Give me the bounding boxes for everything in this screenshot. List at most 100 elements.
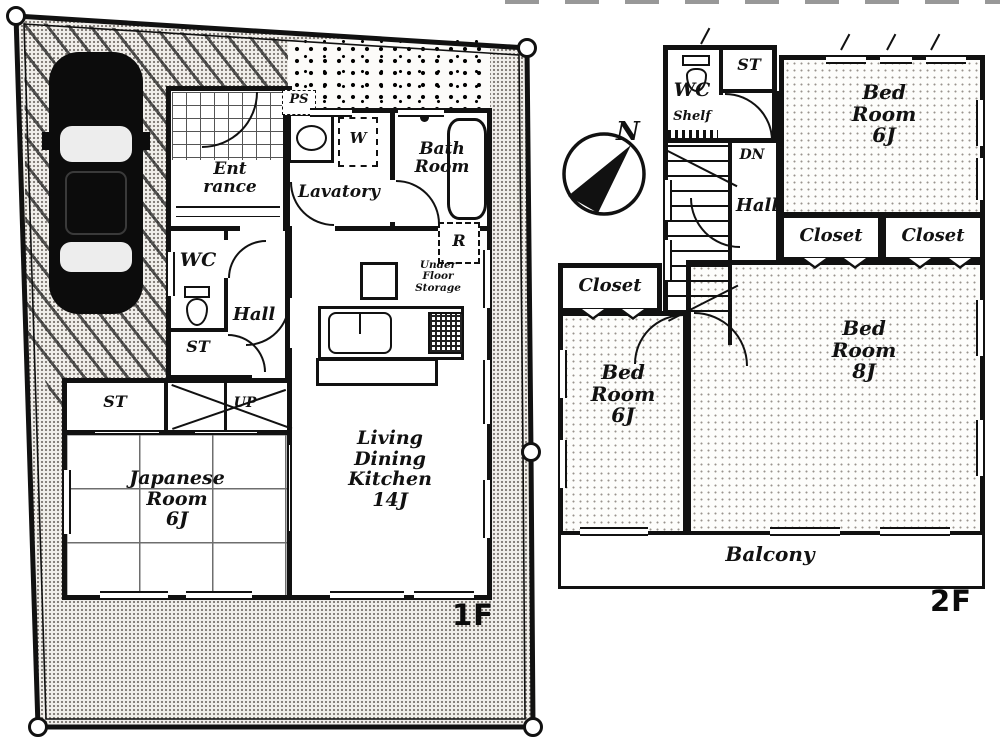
label-line: rance xyxy=(203,177,257,198)
closet-door-notch-inner xyxy=(622,309,644,317)
closet-door-notch xyxy=(618,309,648,320)
wall xyxy=(224,231,228,240)
car xyxy=(42,52,150,314)
window xyxy=(100,591,168,600)
lavatory-sink-bowl xyxy=(296,125,327,151)
kitchen-sink-divider xyxy=(359,314,361,334)
room-label-entrance: Ent rance xyxy=(180,160,280,197)
car-roof xyxy=(65,171,127,235)
washing-machine xyxy=(338,117,378,167)
window xyxy=(770,527,840,536)
label-line: Bed xyxy=(862,80,906,104)
refrigerator-label: R xyxy=(452,231,466,250)
wall xyxy=(390,108,395,180)
wall xyxy=(166,328,226,332)
toilet-1f-tank xyxy=(184,286,210,298)
shower-head xyxy=(420,113,429,122)
wall xyxy=(164,378,168,432)
window xyxy=(558,350,567,398)
plot-boundary xyxy=(13,13,536,730)
label-line: Room xyxy=(831,337,897,362)
room-label-lavatory: Lavatory xyxy=(298,182,380,202)
window xyxy=(310,108,352,117)
label-line: Kitchen xyxy=(348,468,432,491)
label-line: Room xyxy=(146,487,208,510)
wall xyxy=(62,430,292,435)
room-label-underfloor: Under Floor Storage xyxy=(402,259,474,294)
compass: N xyxy=(562,117,646,216)
label-line: Room xyxy=(851,101,917,126)
bedroom-ne-2f xyxy=(779,55,985,217)
toilet-2f-tank xyxy=(682,55,710,66)
room-label-closet-west: Closet xyxy=(578,275,642,296)
washer-label: W xyxy=(349,129,367,147)
sliding-door xyxy=(195,430,257,435)
car-windshield xyxy=(60,126,132,162)
room-label-hall-2f: Hall xyxy=(735,195,779,216)
window xyxy=(483,480,492,538)
room-label-wc-2f: WC xyxy=(673,79,711,101)
label-line: Bed xyxy=(842,316,886,340)
sliding-door xyxy=(287,445,292,531)
room-label-balcony: Balcony xyxy=(725,542,815,566)
wall xyxy=(166,226,240,231)
closet-door-notch-inner xyxy=(949,258,971,266)
entrance-step-line-2 xyxy=(176,216,280,217)
closet-door-notch xyxy=(840,258,870,269)
window xyxy=(826,55,866,64)
survey-point xyxy=(523,717,543,737)
room-label-wc-1f: WC xyxy=(179,249,217,271)
kitchen-table xyxy=(316,358,438,386)
survey-point xyxy=(28,717,48,737)
wall xyxy=(721,89,777,93)
survey-point xyxy=(517,38,537,58)
room-label-bathroom: Bath Room xyxy=(398,140,486,177)
closet-door-notch-inner xyxy=(582,309,604,317)
label-line: 6J xyxy=(611,403,635,428)
label-line: Room xyxy=(590,381,656,406)
car-mirror-right xyxy=(140,132,150,150)
stove xyxy=(428,312,464,354)
closet-ne-left-2f xyxy=(779,213,883,262)
closet-west-2f xyxy=(558,263,662,313)
underfloor-storage-box xyxy=(360,262,398,300)
refrigerator xyxy=(438,222,480,264)
wall xyxy=(719,45,723,95)
closet-door-notch xyxy=(905,258,935,269)
room-label-ldk: Living Dining Kitchen 14J xyxy=(330,428,450,510)
room-label-ps: PS xyxy=(289,92,309,107)
floor-label-1f: 1F xyxy=(452,598,494,632)
label-line: Room xyxy=(414,157,470,178)
window xyxy=(558,440,567,488)
closet-door-notch-inner xyxy=(844,258,866,266)
survey-point xyxy=(521,442,541,462)
label-line: Bath xyxy=(419,139,465,159)
room-label-japanese: Japanese Room 6J xyxy=(108,468,246,530)
label-line: 8J xyxy=(852,359,876,384)
window xyxy=(483,250,492,308)
room-label-bedroom-sw: Bed Room 6J xyxy=(568,361,678,428)
closet-door-notch-inner xyxy=(804,258,826,266)
room-label-shelf-2f: Shelf xyxy=(673,109,711,124)
room-label-up: UP xyxy=(233,395,257,411)
compass-needle xyxy=(568,145,631,213)
window xyxy=(330,591,404,600)
closet-door-notch-inner xyxy=(909,258,931,266)
window xyxy=(976,100,985,146)
window xyxy=(62,470,71,534)
window xyxy=(663,240,672,280)
label-line: 6J xyxy=(165,508,189,531)
wall xyxy=(287,532,292,600)
vent-tick xyxy=(930,33,941,51)
wall xyxy=(224,278,228,332)
room-label-st-2f: ST xyxy=(737,55,761,74)
label-line: Floor xyxy=(422,270,454,283)
label-line: Living xyxy=(357,427,423,449)
car-rear-window xyxy=(60,242,132,272)
label-line: 6J xyxy=(872,123,896,148)
room-label-bedroom-se: Bed Room 8J xyxy=(808,316,920,384)
survey-point xyxy=(6,6,26,26)
wall xyxy=(390,222,395,231)
vent-tick xyxy=(700,27,711,45)
compass-circle xyxy=(562,132,646,216)
